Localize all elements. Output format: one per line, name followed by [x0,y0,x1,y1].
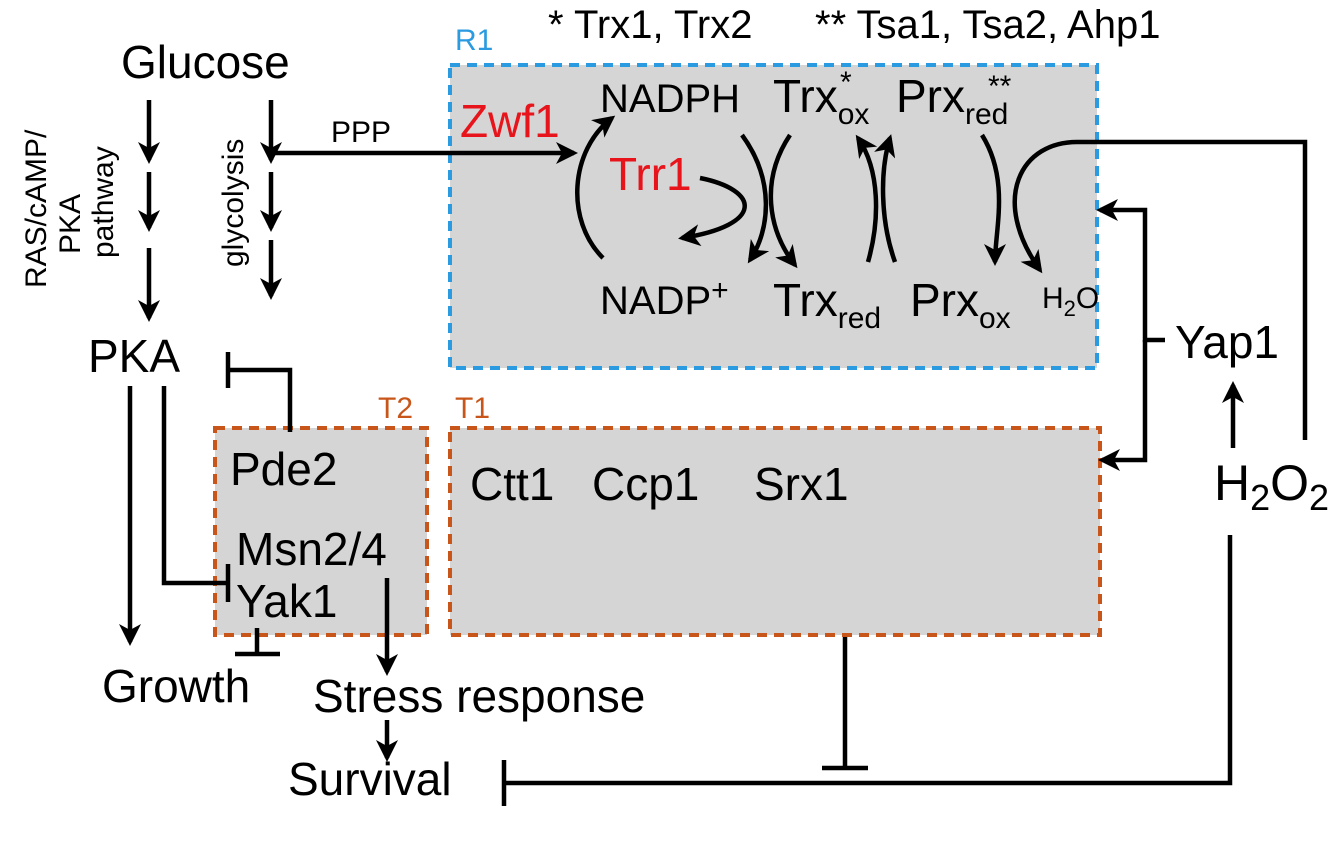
survival-label: Survival [288,753,452,805]
r1-label: R1 [455,24,493,57]
glucose-label: Glucose [121,36,290,88]
pathway-label-line1: RAS/cAMP/ [20,129,53,288]
trx-prx-exchange-right [874,134,898,263]
trx-red-label: Trxred [773,274,881,335]
nadp-plus: + [711,274,729,307]
growth-label: Growth [102,660,250,712]
trx-prx-exchange-left [855,134,879,263]
trx-ox-label: Trxox [773,70,869,131]
t2-label: T2 [378,392,413,425]
h2o2-label: H2O2 [1214,455,1329,518]
trx-cross-arrow-2 [768,133,798,269]
h2o-label: H2O [1042,282,1099,321]
prx-cross-arrow-1 [980,133,1007,266]
yak1-label: Yak1 [236,575,337,627]
stress-response-label: Stress response [313,670,645,722]
msn24-label: Msn2/4 [236,523,387,575]
pde2-label: Pde2 [230,443,337,495]
trx-star: * [840,66,852,99]
yap1-to-r1 [1096,199,1165,343]
prx-h2o-arrow [1012,139,1308,440]
ctt1-label: Ctt1 [470,458,554,510]
nadp-to-nadph-arrow [575,115,616,260]
srx1-label: Srx1 [754,458,849,510]
trr1-label: Trr1 [609,148,692,200]
t2-box [213,426,429,637]
nadp-label: NADP+ [600,274,729,323]
yap1-label: Yap1 [1175,316,1279,368]
pka-label: PKA [88,330,180,382]
trx-cross-arrow-1 [740,133,770,264]
ppp-label: PPP [331,116,391,149]
glycolysis-label: glycolysis [217,139,250,267]
prx-red-label: Prxred [896,70,1008,131]
pde2-inhibits-pka [228,367,293,432]
t1-box [448,426,1102,637]
legend-trx: * Trx1, Trx2 [548,3,753,47]
pathway-label-line2: PKA [54,194,87,254]
prx-star: ** [988,70,1012,103]
pathway-label-line3: pathway [87,146,120,258]
zwf1-label: Zwf1 [460,95,560,147]
pka-inhibits-yak1 [161,386,228,586]
ccp1-label: Ccp1 [592,458,699,510]
yap1-to-t1 [1098,340,1148,471]
trr1-arrow [678,175,747,247]
legend-prx: ** Tsa1, Tsa2, Ahp1 [815,3,1160,47]
nadph-label: NADPH [600,77,740,121]
t1-label: T1 [455,392,490,425]
h2o2-inhibits-survival [504,535,1233,786]
prx-ox-label: Prxox [910,274,1011,335]
